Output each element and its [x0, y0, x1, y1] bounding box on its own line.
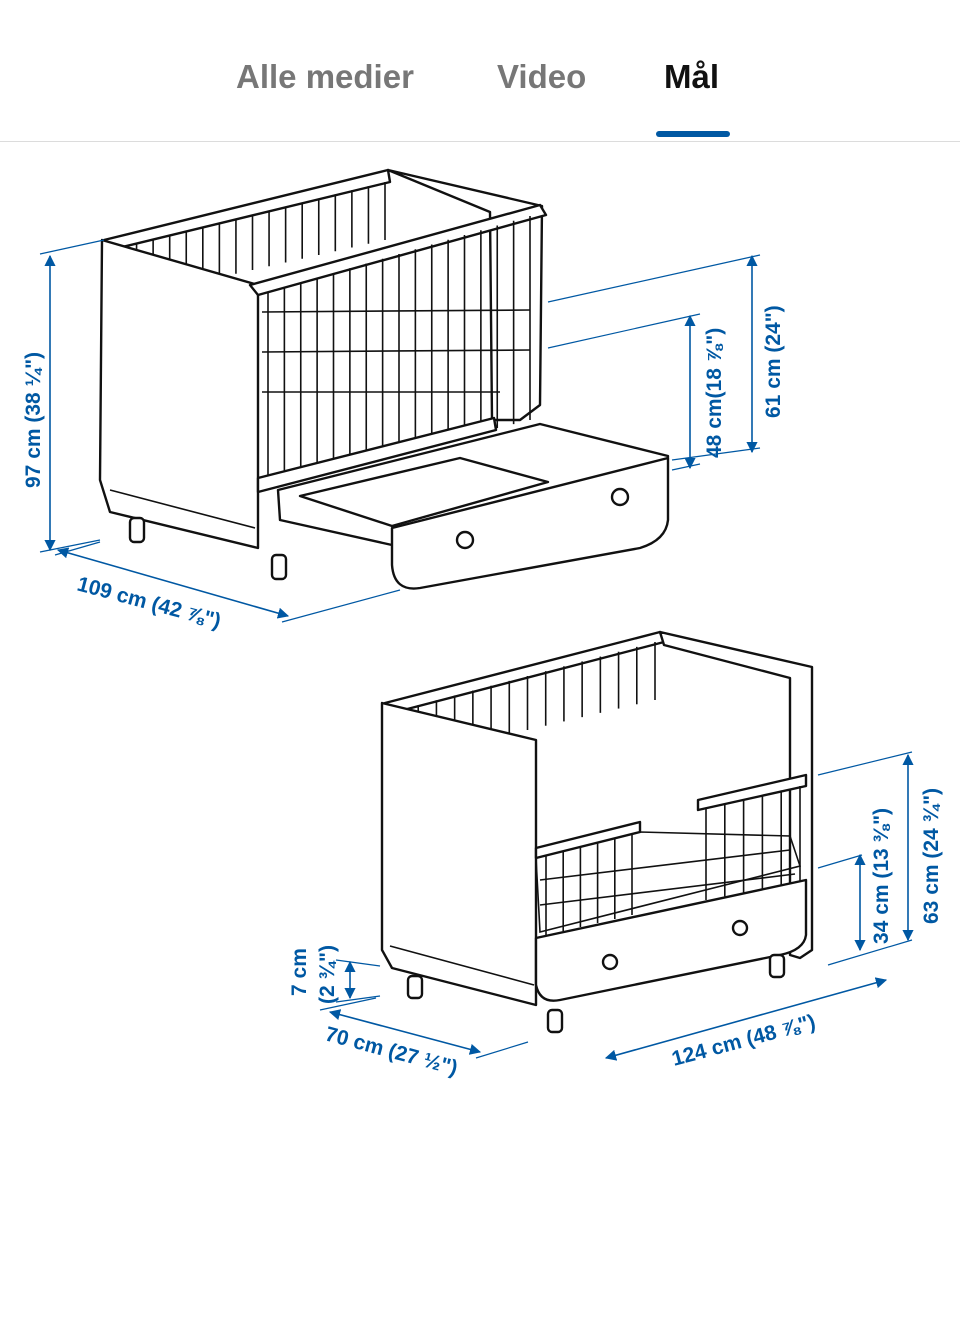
crib-dimension-lines: [39, 239, 761, 623]
label-bed-total-height: 63 cm (24 ¾"): [920, 788, 943, 924]
tab-video[interactable]: Video: [497, 58, 587, 95]
label-bed-width: 70 cm (27 ½"): [323, 1023, 460, 1080]
bed-dimension-lines: [319, 751, 914, 1061]
label-bed-guard-height: 34 cm (13 ⅜"): [870, 808, 893, 944]
tab-all-media[interactable]: Alle medier: [236, 58, 414, 95]
label-crib-side-height: 61 cm (24"): [762, 305, 785, 418]
label-crib-mattress-height: 48 cm(18 ⅞"): [703, 328, 726, 458]
tab-dimensions[interactable]: Mål: [664, 58, 720, 95]
crib-dimension-drawing: 97 cm (38 ¼") 109 cm (42 ⅞") 48 cm(18 ⅞"…: [22, 168, 943, 1080]
label-crib-height: 97 cm (38 ¼"): [22, 352, 45, 488]
toddler-bed-illustration: [380, 630, 814, 1034]
media-tabs: Alle medier Video Mål: [0, 0, 960, 142]
label-crib-length: 109 cm (42 ⅞"): [75, 573, 224, 633]
label-bed-leg-height-cm: 7 cm: [288, 948, 311, 996]
crib-illustration: [98, 168, 670, 590]
label-bed-leg-height-in: (2 ¾"): [316, 945, 339, 1004]
dimension-diagram: 97 cm (38 ¼") 109 cm (42 ⅞") 48 cm(18 ⅞"…: [0, 142, 960, 1324]
active-tab-indicator: [656, 131, 730, 137]
